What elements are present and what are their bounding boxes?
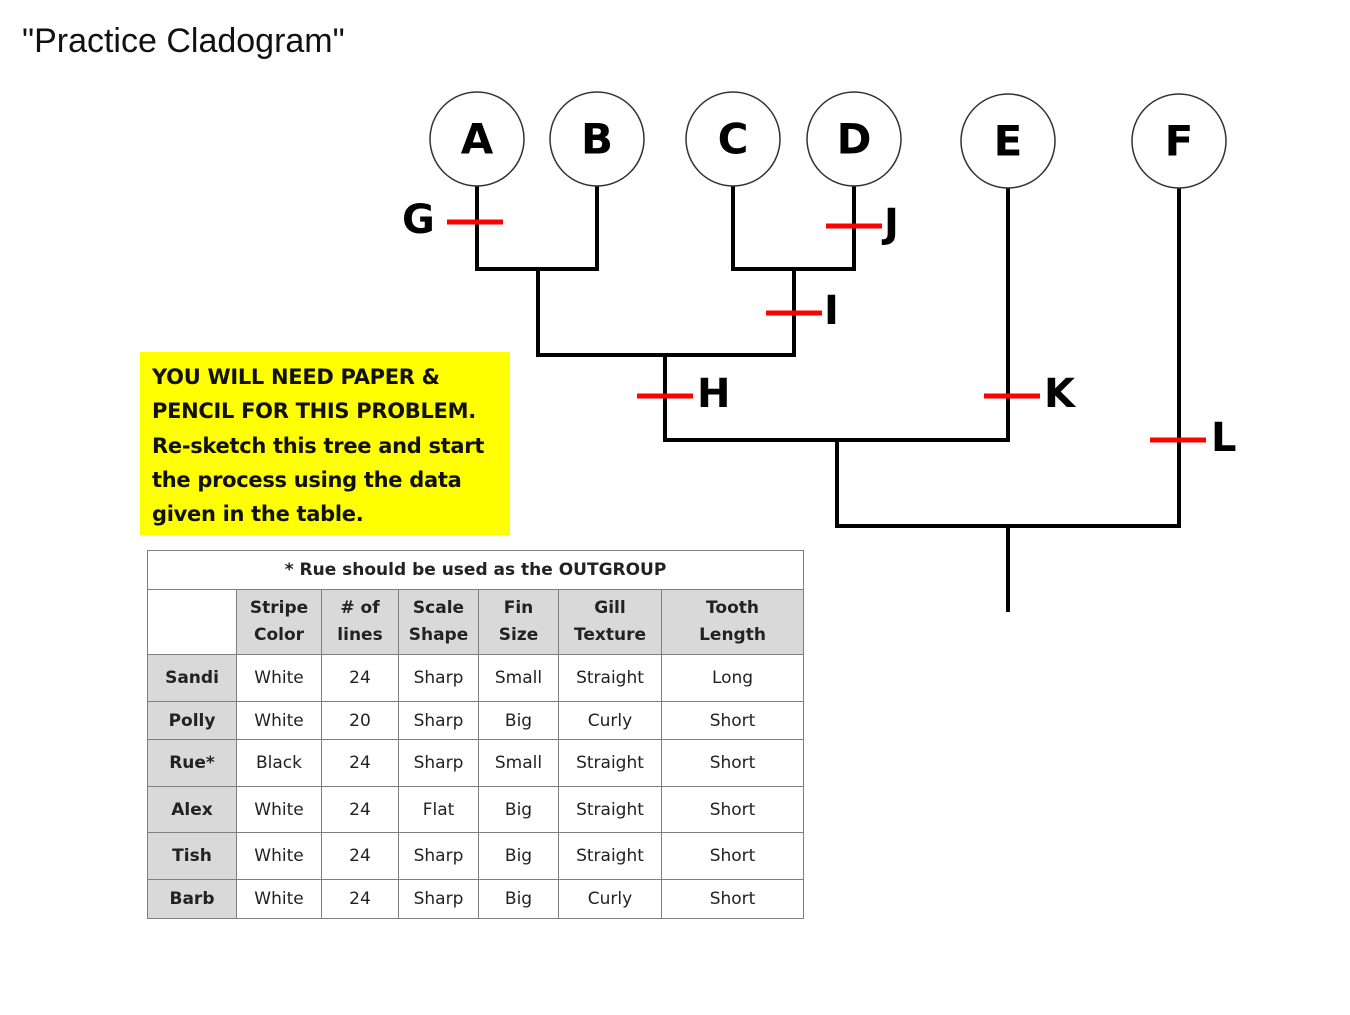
table-cell: Straight (558, 832, 662, 880)
notice-line: the process using the data (152, 467, 462, 492)
table-cell: Long (660, 654, 805, 702)
taxon-circle-e (960, 93, 1056, 189)
table-cell: Straight (558, 786, 662, 833)
table-cell: Short (660, 786, 805, 833)
taxon-label-b: B (581, 115, 613, 164)
table-cell: White (236, 701, 322, 740)
table-cell: Big (478, 786, 559, 833)
table-cell: Short (660, 879, 805, 919)
table-cell: Sharp (398, 654, 479, 702)
row-name: Tish (147, 832, 237, 880)
table-cell: Small (478, 739, 559, 787)
row-name: Rue* (147, 739, 237, 787)
taxon-label-a: A (461, 115, 494, 164)
table-cell: Big (478, 879, 559, 919)
table-cell: Sharp (398, 879, 479, 919)
taxon-label-f: F (1165, 117, 1194, 166)
table-row: Tish White 24 Sharp Big Straight Short (147, 832, 805, 880)
table-cell: Short (660, 701, 805, 740)
taxon-circle-d (806, 91, 902, 187)
table-cell: Short (660, 832, 805, 880)
table-cell: Curly (558, 701, 662, 740)
instruction-notice: YOU WILL NEED PAPER & PENCIL FOR THIS PR… (140, 352, 510, 535)
table-cell: Sharp (398, 739, 479, 787)
taxon-label-e: E (994, 117, 1023, 166)
trait-label-g: G (402, 197, 435, 243)
row-name: Barb (147, 879, 237, 919)
notice-line: YOU WILL NEED PAPER & (152, 365, 440, 389)
table-row: Barb White 24 Sharp Big Curly Short (147, 879, 805, 919)
table-row: Sandi White 24 Sharp Small Straight Long (147, 654, 805, 702)
table-cell: Straight (558, 654, 662, 702)
taxon-label-d: D (837, 115, 872, 164)
table-row: Alex White 24 Flat Big Straight Short (147, 786, 805, 833)
page-title: "Practice Cladogram" (22, 22, 345, 60)
trait-table: * Rue should be used as the OUTGROUP Str… (146, 550, 805, 919)
table-cell: Straight (558, 739, 662, 787)
row-name: Alex (147, 786, 237, 833)
table-cell: 24 (321, 654, 399, 702)
table-cell: White (236, 786, 322, 833)
table-row: Rue* Black 24 Sharp Small Straight Short (147, 739, 805, 787)
table-cell: Sharp (398, 701, 479, 740)
notice-line: PENCIL FOR THIS PROBLEM. (152, 399, 476, 424)
table-cell: 20 (321, 701, 399, 740)
table-cell: Small (478, 654, 559, 702)
table-cell: 24 (321, 739, 399, 787)
notice-line: Re-sketch this tree and start (152, 433, 485, 458)
row-name: Polly (147, 701, 237, 740)
trait-label-i: I (824, 288, 839, 334)
taxon-circle-b (549, 91, 645, 187)
corner-cell (147, 589, 237, 655)
table-cell: Sharp (398, 832, 479, 880)
notice-line: given in the table. (152, 502, 364, 527)
table-row: Polly White 20 Sharp Big Curly Short (147, 701, 805, 740)
outgroup-note: * Rue should be used as the OUTGROUP (146, 550, 805, 590)
table-cell: Big (478, 701, 559, 740)
table-cell: 24 (321, 879, 399, 919)
table-cell: Flat (398, 786, 479, 833)
table-cell: White (236, 879, 322, 919)
table-cell: White (236, 654, 322, 702)
table-cell: Short (660, 739, 805, 787)
trait-label-j: J (881, 201, 899, 247)
table-cell: 24 (321, 832, 399, 880)
trait-label-k: K (1044, 371, 1077, 417)
taxon-circle-c (685, 91, 781, 187)
taxon-circle-f (1131, 93, 1227, 189)
trait-label-l: L (1211, 415, 1237, 461)
table-cell: Big (478, 832, 559, 880)
taxon-label-c: C (718, 115, 749, 164)
table-cell: 24 (321, 786, 399, 833)
table-cell: Curly (558, 879, 662, 919)
table-cell: White (236, 832, 322, 880)
table-cell: Black (236, 739, 322, 787)
row-name: Sandi (147, 654, 237, 702)
taxon-circle-a (429, 91, 525, 187)
trait-label-h: H (697, 371, 730, 417)
